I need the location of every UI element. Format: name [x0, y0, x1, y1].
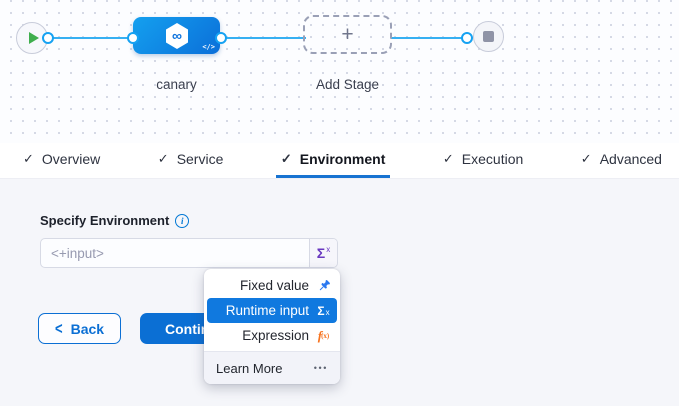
menu-item-runtime-input[interactable]: Runtime input Σ x — [207, 298, 337, 323]
environment-input[interactable] — [41, 239, 309, 267]
connector-handle[interactable] — [42, 32, 54, 44]
connector-line — [48, 37, 134, 39]
check-icon: ✓ — [580, 151, 592, 166]
stop-icon — [483, 31, 494, 42]
connector-line — [391, 37, 469, 39]
add-stage-label: Add Stage — [315, 77, 380, 92]
connector-handle[interactable] — [461, 32, 473, 44]
value-type-menu: Fixed value Runtime input Σ — [204, 269, 340, 384]
connector-handle[interactable] — [215, 32, 227, 44]
code-icon: </> — [202, 43, 215, 51]
back-button[interactable]: < Back — [38, 313, 122, 344]
tab-label: Advanced — [599, 151, 662, 167]
environment-input-group: Σ x — [40, 238, 338, 268]
menu-footer: Learn More ••• — [204, 351, 340, 384]
tab-advanced[interactable]: ✓ Advanced — [576, 143, 667, 178]
check-icon: ✓ — [280, 151, 292, 166]
tab-label: Execution — [461, 151, 524, 167]
pipeline-end-node — [473, 21, 504, 52]
runtime-input-type-button[interactable]: Σ x — [309, 239, 337, 267]
menu-item-label: Expression — [242, 328, 309, 343]
add-stage-node[interactable]: + — [303, 15, 392, 54]
info-icon[interactable]: i — [175, 213, 190, 228]
infinity-icon: ∞ — [172, 27, 182, 43]
menu-item-expression[interactable]: Expression f(x) — [204, 323, 340, 348]
back-button-label: Back — [70, 320, 105, 337]
plus-icon: + — [341, 23, 354, 46]
chevron-left-icon: < — [55, 319, 63, 338]
stage-tab-bar: ✓ Overview ✓ Service ✓ Environment ✓ Exe… — [0, 143, 679, 179]
tab-environment[interactable]: ✓ Environment — [275, 143, 391, 178]
tab-execution[interactable]: ✓ Execution — [438, 143, 528, 178]
pipeline-canvas: ∞ </> + canary Add Stage — [0, 0, 679, 143]
tab-label: Environment — [299, 151, 386, 167]
stage-node-canary[interactable]: ∞ </> — [133, 17, 220, 54]
tab-label: Service — [176, 151, 224, 167]
more-options-icon[interactable]: ••• — [313, 363, 328, 373]
deployment-hexagon-icon: ∞ — [165, 22, 188, 49]
value-type-menu-items: Fixed value Runtime input Σ — [204, 269, 340, 351]
connector-handle[interactable] — [127, 32, 139, 44]
fx-icon: f(x) — [317, 327, 330, 343]
check-icon: ✓ — [157, 151, 169, 166]
menu-item-label: Fixed value — [239, 278, 309, 293]
sigma-superscript: x — [326, 245, 331, 254]
tab-overview[interactable]: ✓ Overview — [18, 143, 105, 178]
check-icon: ✓ — [442, 151, 454, 166]
menu-item-label: Runtime input — [225, 303, 309, 318]
specify-environment-label: Specify Environment i — [40, 213, 190, 228]
specify-environment-text: Specify Environment — [40, 213, 170, 228]
stage-label: canary — [156, 77, 197, 92]
learn-more-link[interactable]: Learn More — [216, 360, 283, 376]
connector-line — [221, 37, 306, 39]
play-icon — [28, 32, 39, 44]
menu-item-fixed-value[interactable]: Fixed value — [204, 273, 340, 298]
sigma-icon: Σ x — [317, 303, 330, 318]
check-icon: ✓ — [23, 151, 34, 166]
tab-service[interactable]: ✓ Service — [153, 143, 229, 178]
sigma-icon: Σ — [316, 245, 326, 261]
pin-icon — [316, 279, 331, 293]
tab-label: Overview — [41, 151, 101, 167]
